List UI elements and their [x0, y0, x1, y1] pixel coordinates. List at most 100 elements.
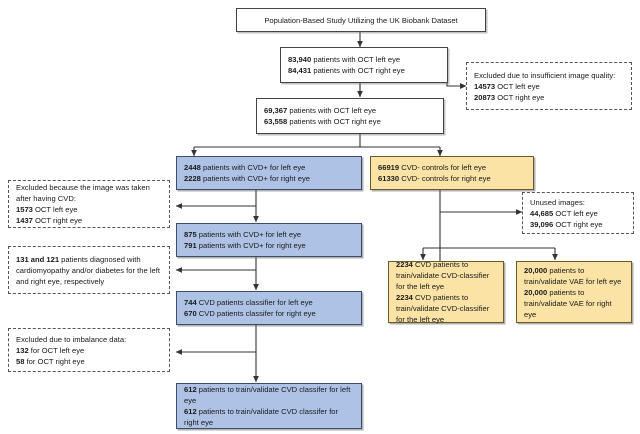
cvd-neg-label-left: CVD- controls for left eye — [399, 163, 487, 172]
cvd-neg-line-1: 66919 CVD- controls for left eye — [378, 162, 526, 173]
final-train-line-1: 612 patients to train/validate CVD class… — [184, 384, 354, 406]
excluded-quality-line-right: 20873 OCT right eye — [474, 92, 624, 103]
excluded-after-cvd-line-left: 1573 OCT left eye — [16, 204, 162, 215]
node-cvd-classifier-counts: 744 CVD patients classifier for left eye… — [176, 291, 362, 325]
cvd-neg-label-right: CVD- controls for right eye — [399, 174, 491, 183]
excluded-after-cvd-count-right: 1437 — [16, 216, 33, 225]
final-train-count-left: 612 — [184, 385, 197, 394]
cvd-pos-count-left: 2448 — [184, 163, 201, 172]
cvd-neg-line-2: 61330 CVD- controls for right eye — [378, 173, 526, 184]
oct-pass-line-2: 63,558 patients with OCT right eye — [264, 116, 436, 127]
cvd-pos-filtered-count-right: 791 — [184, 241, 197, 250]
final-train-label-left: patients to train/validate CVD classifer… — [184, 385, 351, 405]
cvd-classifier-count-right: 670 — [184, 309, 197, 318]
oct-total-label-right: patients with OCT right eye — [311, 66, 405, 75]
unused-images-count-left: 44,685 — [530, 208, 554, 218]
final-train-label-right: patients to train/validate CVD classifer… — [184, 407, 339, 427]
node-excluded-imbalance-data: Excluded due to imbalance data: 132 for … — [8, 328, 170, 372]
node-cvd-positive: 2448 patients with CVD+ for left eye 222… — [176, 156, 362, 190]
excluded-after-cvd-reason: Excluded because the image was taken aft… — [16, 183, 150, 203]
cvd-pos-count-right: 2228 — [184, 174, 201, 183]
cvd-pos-label-left: patients with CVD+ for left eye — [200, 163, 306, 172]
node-vae-training: 20,000 patients to train/validate VAE fo… — [516, 261, 632, 323]
excluded-imbalance-count-left: 132 — [16, 345, 29, 355]
final-train-count-right: 612 — [184, 407, 197, 416]
cvd-minus-line-1: 2234 CVD patients to train/validate CVD-… — [396, 259, 496, 292]
oct-total-label-left: patients with OCT left eye — [311, 55, 401, 64]
excluded-comorbid-text: patients diagnosed with cardiomyopathy a… — [16, 254, 160, 286]
vae-label-right: patients to train/validate VAE for right… — [524, 287, 612, 319]
excluded-comorbid-counts: 131 and 121 — [16, 254, 60, 264]
node-final-training-set: 612 patients to train/validate CVD class… — [176, 383, 362, 429]
oct-pass-count-left: 69,367 — [264, 106, 288, 115]
excluded-imbalance-label-left: for OCT left eye — [28, 345, 85, 355]
cvd-neg-count-right: 61330 — [378, 174, 400, 183]
excluded-imbalance-line-right: 58 for OCT right eye — [16, 356, 162, 367]
oct-total-count-right: 84,431 — [288, 66, 312, 75]
cvd-classifier-line-1: 744 CVD patients classifier for left eye — [184, 297, 354, 308]
excluded-quality-line-left: 14573 OCT left eye — [474, 81, 624, 92]
cvd-pos-filtered-label-left: patients with CVD+ for left eye — [196, 230, 302, 239]
unused-images-line-left: 44,685 OCT left eye — [530, 208, 626, 219]
cvd-minus-line-2: 2234 CVD patients to train/validate CVD-… — [396, 292, 496, 325]
cvd-minus-label-1: CVD patients to train/validate CVD-class… — [396, 260, 490, 291]
node-excluded-image-quality: Excluded due to insufficient image quali… — [466, 62, 632, 110]
oct-total-count-left: 83,940 — [288, 55, 312, 64]
cvd-classifier-label-left: CVD patients classifier for left eye — [196, 298, 313, 307]
oct-pass-line-1: 69,367 patients with OCT left eye — [264, 105, 436, 116]
node-cvd-negative-controls: 66919 CVD- controls for left eye 61330 C… — [370, 156, 534, 190]
excluded-after-cvd-label-right: OCT right eye — [32, 216, 83, 225]
node-oct-quality-pass: 69,367 patients with OCT left eye 63,558… — [256, 98, 444, 134]
cvd-pos-line-1: 2448 patients with CVD+ for left eye — [184, 162, 354, 173]
cvd-classifier-count-left: 744 — [184, 298, 197, 307]
oct-total-line-1: 83,940 patients with OCT left eye — [288, 54, 440, 65]
excluded-imbalance-count-right: 58 — [16, 356, 25, 366]
excluded-imbalance-reason: Excluded due to imbalance data: — [16, 334, 127, 344]
unused-images-label: Unused images: — [530, 197, 585, 207]
node-oct-total: 83,940 patients with OCT left eye 84,431… — [280, 47, 448, 83]
cvd-minus-count-1: 2234 — [396, 260, 413, 269]
cvd-pos-line-2: 2228 patients with CVD+ for right eye — [184, 173, 354, 184]
excluded-quality-label-left: OCT left eye — [495, 81, 540, 91]
cvd-pos-filtered-line-2: 791 patients with CVD+ for right eye — [184, 240, 354, 251]
excluded-quality-label-right: OCT right eye — [495, 92, 545, 102]
vae-count-left: 20,000 — [524, 265, 548, 275]
cvd-pos-filtered-count-left: 875 — [184, 230, 197, 239]
cvd-pos-filtered-label-right: patients with CVD+ for right eye — [196, 241, 306, 250]
cvd-pos-filtered-line-1: 875 patients with CVD+ for left eye — [184, 229, 354, 240]
excluded-after-cvd-label-left: OCT left eye — [32, 205, 78, 214]
excluded-imbalance-label-right: for OCT right eye — [24, 356, 85, 366]
unused-images-count-right: 39,096 — [530, 219, 554, 229]
final-train-line-2: 612 patients to train/validate CVD class… — [184, 406, 354, 428]
vae-line-2: 20,000 patients to train/validate VAE fo… — [524, 287, 624, 320]
node-excluded-comorbidities: 131 and 121 patients diagnosed with card… — [8, 246, 170, 294]
excluded-quality-count-left: 14573 — [474, 81, 496, 91]
excluded-after-cvd-count-left: 1573 — [16, 205, 33, 214]
oct-pass-label-right: patients with OCT right eye — [287, 117, 381, 126]
cvd-minus-count-2: 2234 — [396, 293, 413, 302]
cvd-classifier-label-right: CVD patients classifer for right eye — [196, 309, 316, 318]
excluded-imbalance-line-left: 132 for OCT left eye — [16, 345, 162, 356]
node-cvd-minus-classifier-training: 2234 CVD patients to train/validate CVD-… — [388, 259, 504, 325]
unused-images-label-right: OCT right eye — [553, 219, 603, 229]
cvd-neg-count-left: 66919 — [378, 163, 400, 172]
excluded-comorbid-line: 131 and 121 patients diagnosed with card… — [16, 254, 162, 287]
oct-total-line-2: 84,431 patients with OCT right eye — [288, 65, 440, 76]
node-study-title: Population-Based Study Utilizing the UK … — [236, 8, 486, 32]
vae-line-1: 20,000 patients to train/validate VAE fo… — [524, 265, 624, 287]
cvd-minus-label-2: CVD patients to train/validate CVD-class… — [396, 293, 490, 324]
node-excluded-image-after-cvd: Excluded because the image was taken aft… — [8, 180, 170, 228]
study-title-text: Population-Based Study Utilizing the UK … — [264, 15, 458, 25]
vae-label-left: patients to train/validate VAE for left … — [524, 265, 622, 286]
excluded-after-cvd-line-right: 1437 OCT right eye — [16, 215, 162, 226]
node-unused-images: Unused images: 44,685 OCT left eye 39,09… — [522, 192, 634, 234]
cvd-pos-label-right: patients with CVD+ for right eye — [200, 174, 311, 183]
unused-images-label-left: OCT left eye — [553, 208, 598, 218]
oct-pass-count-right: 63,558 — [264, 117, 288, 126]
excluded-quality-reason: Excluded due to insufficient image quali… — [474, 70, 616, 80]
node-cvd-positive-filtered: 875 patients with CVD+ for left eye 791 … — [176, 223, 362, 257]
excluded-quality-count-right: 20873 — [474, 92, 496, 102]
unused-images-line-right: 39,096 OCT right eye — [530, 219, 626, 230]
oct-pass-label-left: patients with OCT left eye — [287, 106, 377, 115]
